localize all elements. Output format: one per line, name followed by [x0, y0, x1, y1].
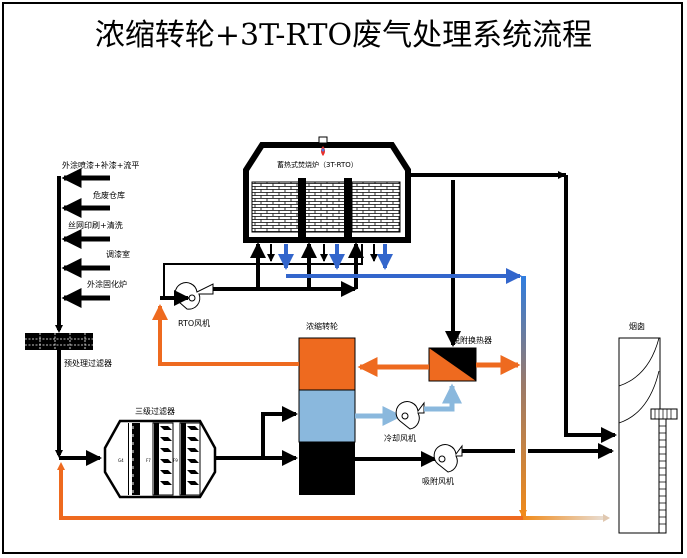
filter-stage-f9: F9 [173, 458, 178, 463]
pre-filter: 预处理过滤器 [25, 333, 112, 368]
source-3: 调漆室 [61, 249, 130, 278]
hot-return-arrow [57, 462, 65, 470]
filter-stage-g4: G4 [118, 458, 124, 463]
mix-down-arrow [519, 510, 527, 518]
page-title: 浓缩转轮+3T-RTO废气处理系统流程 [94, 18, 593, 53]
exhaust-to-chimney-duct [523, 516, 603, 520]
source-1: 危废仓库 [61, 190, 125, 218]
rto-fan: RTO风机 [174, 282, 214, 328]
ceramic-bed-2 [303, 181, 347, 233]
pre-filter-label: 预处理过滤器 [64, 358, 112, 368]
three-stage-filter-label: 三级过滤器 [135, 406, 175, 416]
hot-return-duct [59, 466, 523, 520]
adsorption-fan-label: 吸附风机 [422, 476, 454, 486]
hx-label: 脱附换热器 [452, 335, 492, 345]
rotor-cooling-zone [298, 389, 356, 443]
source-label: 外涂固化炉 [87, 279, 127, 289]
rotor-label: 浓缩转轮 [306, 321, 338, 331]
chimney-ladder [658, 418, 667, 534]
chimney-inlet-arrow [603, 514, 610, 522]
filter-to-cooling-duct [261, 406, 298, 458]
source-label: 丝网印刷+清洗 [68, 220, 123, 230]
source-4: 外涂固化炉 [61, 279, 127, 308]
adsorption-fan: 吸附风机 [422, 444, 463, 486]
exhaust-mix-duct [521, 276, 526, 516]
bypass-to-chimney-duct [564, 175, 617, 443]
rto-outlet-valves [278, 244, 393, 270]
junction-arrow [55, 450, 63, 458]
burner-icon [318, 136, 328, 156]
rto-inlet-valves [250, 242, 378, 289]
bypass-arrow [558, 171, 566, 179]
cooling-fan: 冷却风机 [384, 401, 425, 443]
source-collection: 外涂喷漆+补漆+流平 危废仓库 丝网印刷+清洗 调漆室 外涂固化炉 [55, 160, 139, 333]
filter-stage-f7: F7 [146, 458, 151, 463]
source-0: 外涂喷漆+补漆+流平 [61, 160, 139, 188]
source-label: 外涂喷漆+补漆+流平 [62, 160, 139, 170]
cooling-to-hx-duct [424, 383, 462, 412]
source-2: 丝网印刷+清洗 [61, 220, 123, 249]
rto-label: 蓄热式焚烧炉（3T-RTO） [277, 160, 358, 169]
rotor-adsorption-zone [299, 442, 355, 495]
ceramic-bed-3 [351, 181, 401, 233]
rotor-desorption-zone [298, 337, 356, 391]
desorption-to-rto-fan-duct [152, 304, 299, 366]
chimney-label: 烟囱 [629, 321, 645, 331]
source-label: 危废仓库 [93, 190, 125, 200]
three-stage-filter: 三级过滤器 G4 F7 F9 [103, 406, 217, 499]
rto-fan-label: RTO风机 [178, 318, 210, 328]
collection-arrow [55, 325, 63, 333]
rto-furnace: 蓄热式焚烧炉（3T-RTO） [243, 136, 411, 243]
concentrator-rotor: 浓缩转轮 [298, 321, 356, 495]
source-label: 调漆室 [106, 249, 130, 259]
chimney: 烟囱 [618, 321, 678, 534]
cooling-fan-label: 冷却风机 [384, 433, 416, 443]
desorption-heat-exchanger: 脱附换热器 [428, 335, 492, 382]
ceramic-bed-1 [251, 181, 303, 233]
